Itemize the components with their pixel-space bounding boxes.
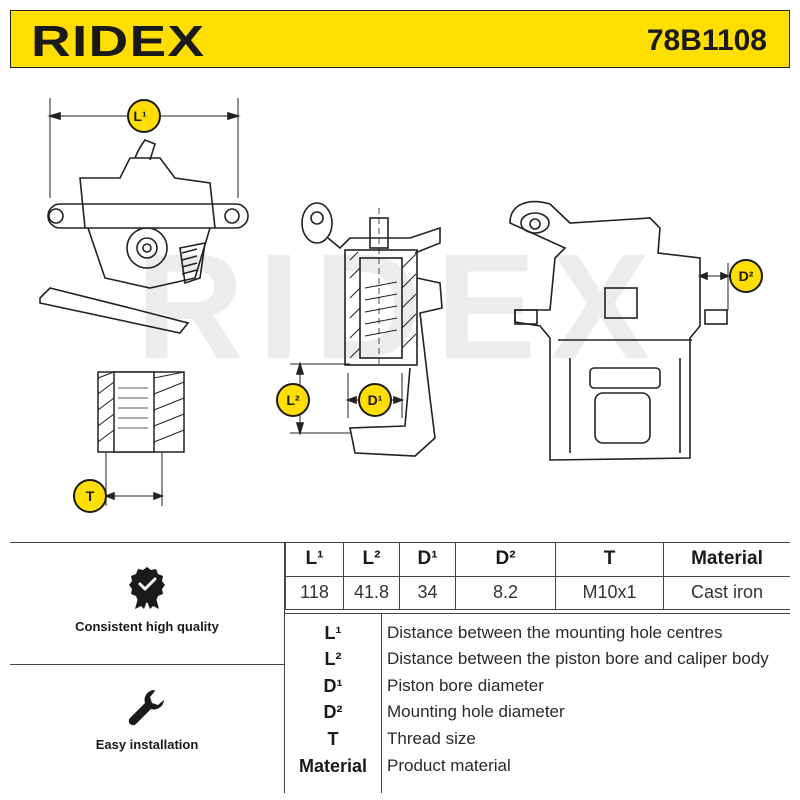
legend-key: D² [323, 702, 343, 722]
caliper-drawing-svg: RIDEX [39, 98, 763, 513]
feature-quality: Consistent high quality [10, 543, 285, 665]
info-section: Consistent high quality Easy installatio… [10, 542, 790, 793]
legend-desc: Distance between the mounting hole centr… [387, 623, 723, 642]
legend-key: L¹ [324, 623, 342, 643]
svg-text:T: T [86, 488, 95, 504]
spec-value-row: 118 41.8 34 8.2 M10x1 Cast iron [285, 575, 790, 610]
spec-header-row: L¹ L² D¹ D² T Material [285, 543, 790, 577]
legend-desc: Distance between the piston bore and cal… [387, 649, 769, 668]
caliper-section-view [290, 202, 443, 457]
legend-key: D¹ [323, 676, 343, 696]
legend-divider [381, 614, 382, 793]
feature-installation-caption: Easy installation [95, 737, 199, 752]
feature-quality-caption: Consistent high quality [75, 619, 219, 634]
legend-desc: Thread size [387, 729, 476, 748]
label-d1: D¹ [358, 383, 392, 417]
legend-key: L² [324, 649, 342, 669]
spec-value-material: Cast iron [663, 575, 790, 610]
svg-text:L²: L² [286, 392, 300, 408]
legend: L¹ Distance between the mounting hole ce… [285, 613, 790, 793]
feature-installation: Easy installation [10, 665, 285, 793]
legend-row: D¹ Piston bore diameter [285, 673, 790, 699]
spec-header-material: Material [663, 543, 790, 577]
spec-header-l2: L² [343, 543, 400, 577]
quality-badge-icon [129, 567, 165, 609]
header-bar: RIDEX 78B1108 [10, 10, 790, 68]
legend-row: D² Mounting hole diameter [285, 699, 790, 725]
label-l2: L² [276, 383, 310, 417]
spec-value-l1: 118 [285, 575, 344, 610]
label-t: T [73, 479, 107, 513]
legend-row: Material Product material [285, 753, 790, 779]
caliper-side-view [509, 200, 731, 461]
legend-key: Material [298, 756, 368, 776]
spec-value-d1: 34 [399, 575, 456, 610]
legend-desc: Mounting hole diameter [387, 702, 565, 721]
svg-text:L¹: L¹ [133, 108, 147, 124]
legend-row: L¹ Distance between the mounting hole ce… [285, 620, 790, 646]
wrench-icon [128, 690, 164, 726]
legend-key: T [327, 729, 339, 749]
legend-desc: Piston bore diameter [387, 676, 544, 695]
svg-text:D²: D² [739, 268, 754, 284]
spec-header-d2: D² [455, 543, 556, 577]
legend-row: T Thread size [285, 726, 790, 752]
brand-logo: RIDEX [31, 17, 206, 66]
spec-value-t: M10x1 [555, 575, 664, 610]
thread-section-view [97, 371, 185, 506]
spec-header-d1: D¹ [399, 543, 456, 577]
legend-row: L² Distance between the piston bore and … [285, 646, 790, 672]
label-d2: D² [729, 259, 763, 293]
spec-header-t: T [555, 543, 664, 577]
legend-desc: Product material [387, 756, 511, 775]
part-number: 78B1108 [646, 24, 767, 57]
label-l1: L¹ [127, 99, 161, 133]
spec-table: L¹ L² D¹ D² T Material 118 41.8 34 8.2 M… [285, 543, 790, 610]
spec-header-l1: L¹ [285, 543, 344, 577]
svg-text:D¹: D¹ [368, 392, 383, 408]
spec-value-d2: 8.2 [455, 575, 556, 610]
spec-value-l2: 41.8 [343, 575, 400, 610]
technical-drawing: RIDEX [10, 78, 790, 540]
